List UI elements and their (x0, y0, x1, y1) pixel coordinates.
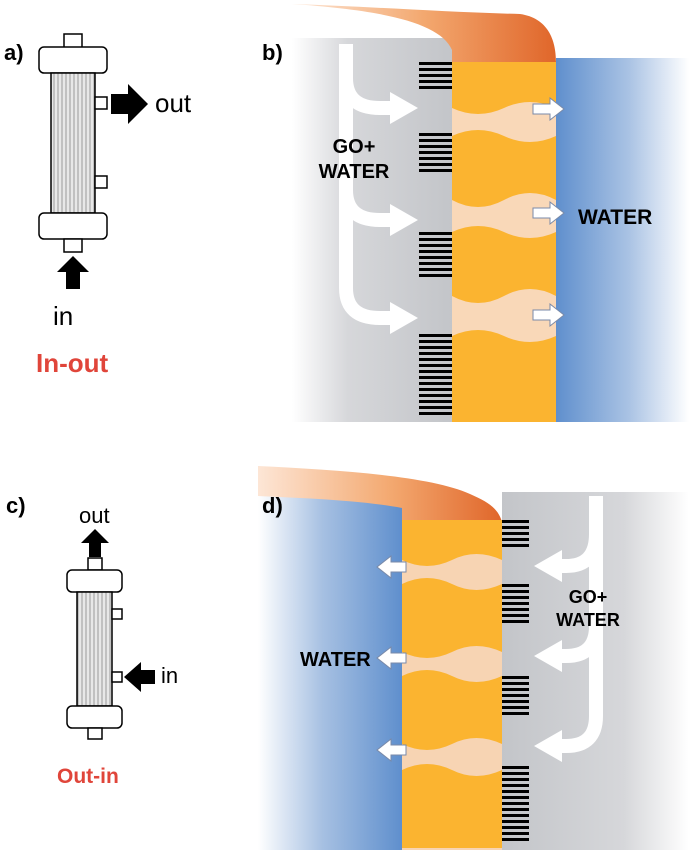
bottom-cap-a (63, 238, 83, 253)
membrane-segment-d1 (402, 520, 502, 566)
feed-label-b: GO+ WATER (318, 136, 390, 183)
feed-flow-arrowheads-b (390, 92, 418, 334)
feed-label-d: GO+ WATER (556, 587, 620, 630)
module-a (38, 33, 148, 289)
membrane-diagram-d (258, 466, 689, 850)
fouling-stripes-b (419, 62, 452, 415)
membrane-diagram-b (292, 4, 689, 422)
module-c (66, 529, 155, 740)
feed-flow-arrows-d (560, 496, 603, 753)
side-port-lower-c (111, 671, 123, 683)
side-port-upper-c (111, 608, 123, 620)
in-arrow-c (124, 662, 155, 692)
inlet-label-a: in (53, 301, 74, 331)
membrane-segment-b1 (452, 62, 556, 114)
panel-letter-c: c) (6, 493, 26, 518)
membrane-segment-b3 (452, 226, 556, 303)
out-arrow-c (81, 529, 109, 557)
in-arrow-a (57, 256, 89, 289)
permeate-label-b: WATER (578, 206, 653, 229)
membrane-segment-b2 (452, 130, 556, 207)
side-port-upper-a (94, 96, 108, 110)
panel-letter-d: d) (262, 493, 283, 518)
permeate-arrows-b (532, 96, 565, 328)
outlet-label-a: out (155, 88, 192, 118)
outlet-label-c: out (79, 503, 110, 528)
permeate-label-d: WATER (300, 649, 371, 671)
side-port-lower-a (94, 175, 108, 189)
membrane-segment-b4 (452, 330, 556, 422)
panel-letter-b: b) (262, 40, 283, 65)
membrane-segment-d3 (402, 670, 502, 750)
panel-letter-a: a) (4, 40, 24, 65)
membrane-segment-d2 (402, 578, 502, 658)
permeate-zone-d (258, 492, 402, 850)
permeate-arrows-d (376, 554, 407, 763)
feed-flow-arrows-b (339, 44, 392, 325)
permeate-zone-b (556, 58, 689, 422)
out-arrow-a (111, 84, 148, 124)
inlet-label-c: in (161, 663, 179, 688)
fouling-stripes-d (502, 520, 529, 841)
bottom-cap-c (87, 727, 103, 740)
deposit-layer-b (292, 4, 556, 62)
deposit-layer-d (258, 466, 502, 522)
feed-flow-arrowheads-d (534, 550, 562, 762)
mode-label-c: Out-in (57, 765, 119, 788)
fiber-bundle-c (76, 591, 113, 707)
mode-label-a: In-out (36, 348, 109, 378)
membrane-segment-d4 (402, 764, 502, 848)
